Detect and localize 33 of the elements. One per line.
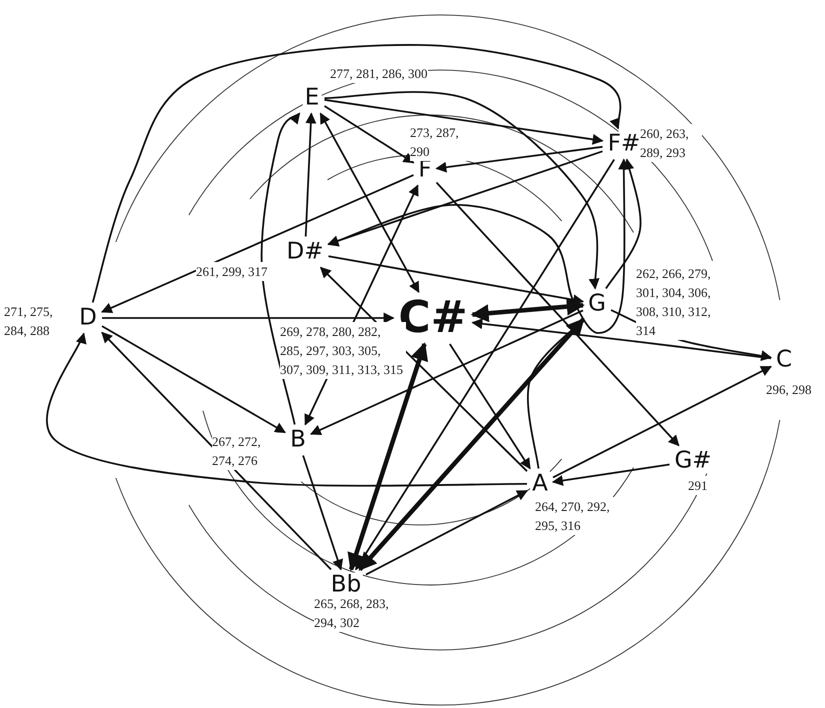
arrow: [355, 159, 615, 570]
arrow: [552, 464, 670, 486]
arrow: [324, 91, 600, 290]
arrow: [310, 310, 584, 435]
arrow: [366, 490, 528, 576]
arrow: [324, 98, 604, 145]
arrow: [358, 318, 585, 571]
arrow: [102, 312, 395, 324]
arrow: [552, 366, 772, 478]
arrow: [304, 112, 316, 237]
arrow: [327, 150, 603, 246]
arrow: [320, 112, 420, 293]
arrow: [348, 342, 428, 572]
arrow: [302, 455, 343, 571]
arrow: [92, 44, 622, 303]
measure-numbers: 269, 278, 280, 282, 285, 297, 303, 305, 307, 309, 311, 313, 315: [280, 322, 406, 379]
arrow: [324, 105, 414, 164]
arrow: [101, 174, 414, 313]
measure-numbers: 291: [688, 476, 708, 495]
arrow: [102, 325, 286, 434]
arrow: [449, 344, 531, 470]
arrow: [471, 318, 772, 360]
arrow: [436, 182, 680, 446]
arrow: [101, 332, 332, 570]
arrow: [605, 158, 642, 289]
arrow: [46, 332, 527, 487]
arrow: [435, 146, 603, 173]
arrow: [470, 298, 585, 322]
measure-numbers: 267, 272, 274, 276: [212, 432, 276, 470]
measure-numbers: 260, 263, 289, 293: [640, 124, 702, 162]
measure-numbers: 261, 299, 317: [196, 262, 268, 281]
arrow: [260, 112, 300, 425]
arrow: [328, 255, 584, 306]
